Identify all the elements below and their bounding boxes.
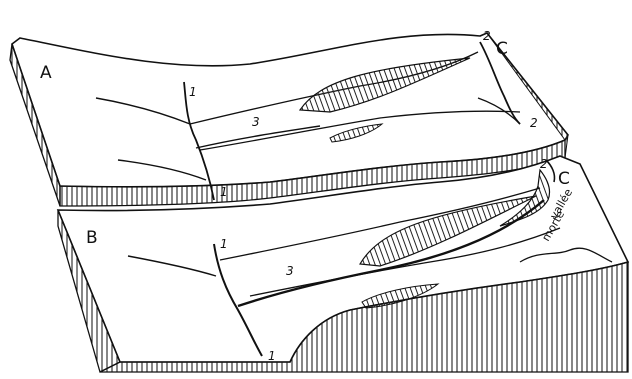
block-a-mouth-2-label: 2 [530,116,538,130]
block-a-head-2-label: 2 [483,29,491,43]
block-b-head-2-label: 2 [540,157,548,171]
block-a-mouth-1-label: 1 [220,185,228,199]
block-b-stream-3-label: 3 [286,264,294,278]
block-b-label: B [86,228,98,248]
block-a-label: A [40,63,52,83]
block-a-head-1-label: 1 [189,85,197,99]
block-a-capture-label: C [496,39,508,59]
block-b-head-1-label: 1 [220,237,228,251]
block-b-capture-label: C [558,169,570,189]
block-b-mouth-1-label: 1 [268,349,276,363]
block-a-stream-3-label: 3 [252,115,260,129]
